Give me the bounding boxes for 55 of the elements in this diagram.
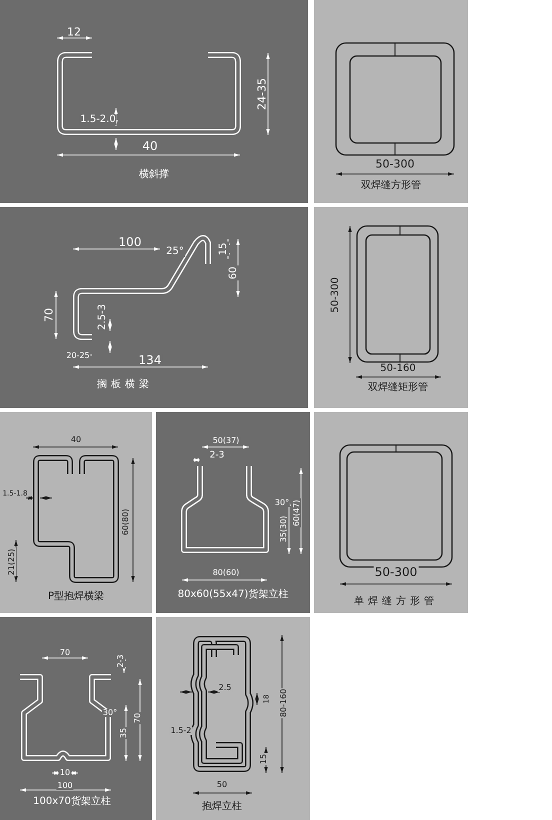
dimension-label: 2.5-3	[98, 303, 108, 331]
dimension-label: 50-160	[379, 364, 417, 374]
panel-title: 抱焊立柱	[202, 802, 242, 812]
dimension-label: 50-300	[374, 566, 418, 578]
dimension-label: 70	[134, 712, 142, 724]
panel-title: 100x70货架立柱	[33, 797, 111, 807]
dimension-label: 2-3	[117, 653, 125, 669]
dimension-label: 50-300	[374, 158, 416, 170]
dimension-label: 25°	[165, 247, 185, 257]
dimension-label: 15	[219, 242, 229, 256]
dimension-label: 70	[44, 307, 54, 323]
drawing-panel	[156, 412, 310, 613]
dimension-label: 50-300	[331, 276, 341, 314]
dimension-label: 134	[138, 354, 162, 366]
dimension-label: 100	[118, 236, 142, 248]
dimension-label: 60	[229, 266, 239, 280]
dimension-label: 50(37)	[212, 437, 240, 445]
dimension-label: 10	[58, 769, 72, 777]
panel-title: 横斜撑	[139, 170, 169, 180]
drawing-panel	[0, 207, 308, 408]
dimension-label: 40	[70, 436, 82, 444]
dimension-label: 21(25)	[8, 548, 16, 576]
dimension-label: 24-35	[256, 77, 268, 111]
dimension-label: 30°	[274, 499, 290, 507]
drawing-panel	[314, 412, 468, 613]
dimension-label: 60(80)	[122, 508, 130, 536]
dimension-label: 35	[120, 726, 128, 740]
dimension-label: 50	[216, 781, 228, 789]
panel-title: 单焊缝方形管	[354, 597, 438, 607]
panel-title: P型抱焊横梁	[48, 592, 104, 602]
dimension-label: 1.5-2.0	[79, 115, 117, 125]
dimension-label: 100	[56, 782, 74, 790]
panel-title: 双焊缝矩形管	[368, 383, 428, 393]
drawing-panel	[314, 0, 468, 203]
drawing-panel	[0, 412, 152, 613]
dimension-label: 15	[260, 752, 268, 766]
dimension-label: 80(60)	[212, 569, 240, 577]
dimension-label: 60(47)	[293, 498, 301, 528]
dimension-label: 20-25	[65, 352, 91, 360]
dimension-label: 35(30)	[280, 514, 288, 544]
drawing-panel	[156, 617, 310, 820]
panel-title: 双焊缝方形管	[361, 181, 421, 191]
dimension-label: 70	[58, 649, 72, 657]
dimension-label: 12	[66, 26, 82, 38]
panel-title: 80x60(55x47)货架立柱	[178, 590, 288, 600]
dimension-label: 30°	[102, 709, 118, 717]
panel-title: 搁板横梁	[97, 380, 153, 390]
drawing-panel	[0, 617, 152, 820]
drawing-panel	[0, 0, 308, 203]
dimension-label: 2-3	[208, 452, 226, 460]
dimension-label: 40	[141, 140, 159, 152]
dimension-label: 80-160	[280, 688, 288, 718]
dimension-label: 1.5-2	[170, 727, 192, 735]
dimension-label: 2.5	[218, 684, 232, 692]
drawing-panel	[314, 207, 468, 408]
